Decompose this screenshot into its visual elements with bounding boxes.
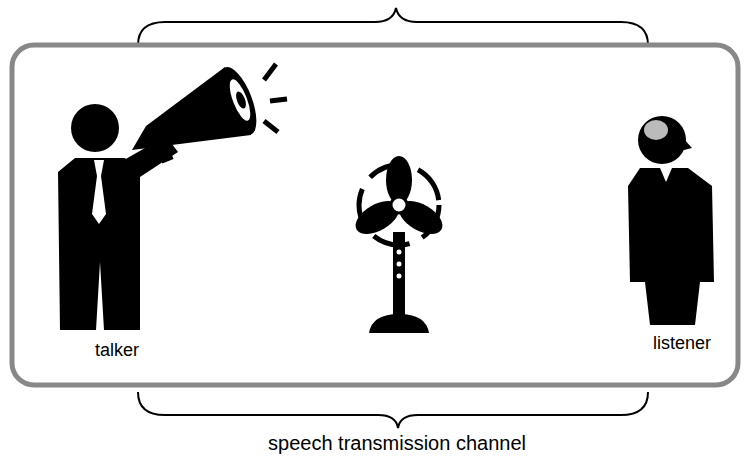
bottom-brace bbox=[138, 392, 648, 428]
channel-label: speech transmission channel bbox=[268, 432, 526, 455]
fan-icon bbox=[350, 156, 448, 333]
talker-label: talker bbox=[95, 340, 139, 361]
channel-frame bbox=[12, 45, 738, 385]
talker-icon bbox=[58, 62, 287, 330]
top-brace bbox=[138, 8, 648, 45]
listener-label: listener bbox=[653, 333, 711, 354]
listener-icon bbox=[628, 116, 714, 325]
